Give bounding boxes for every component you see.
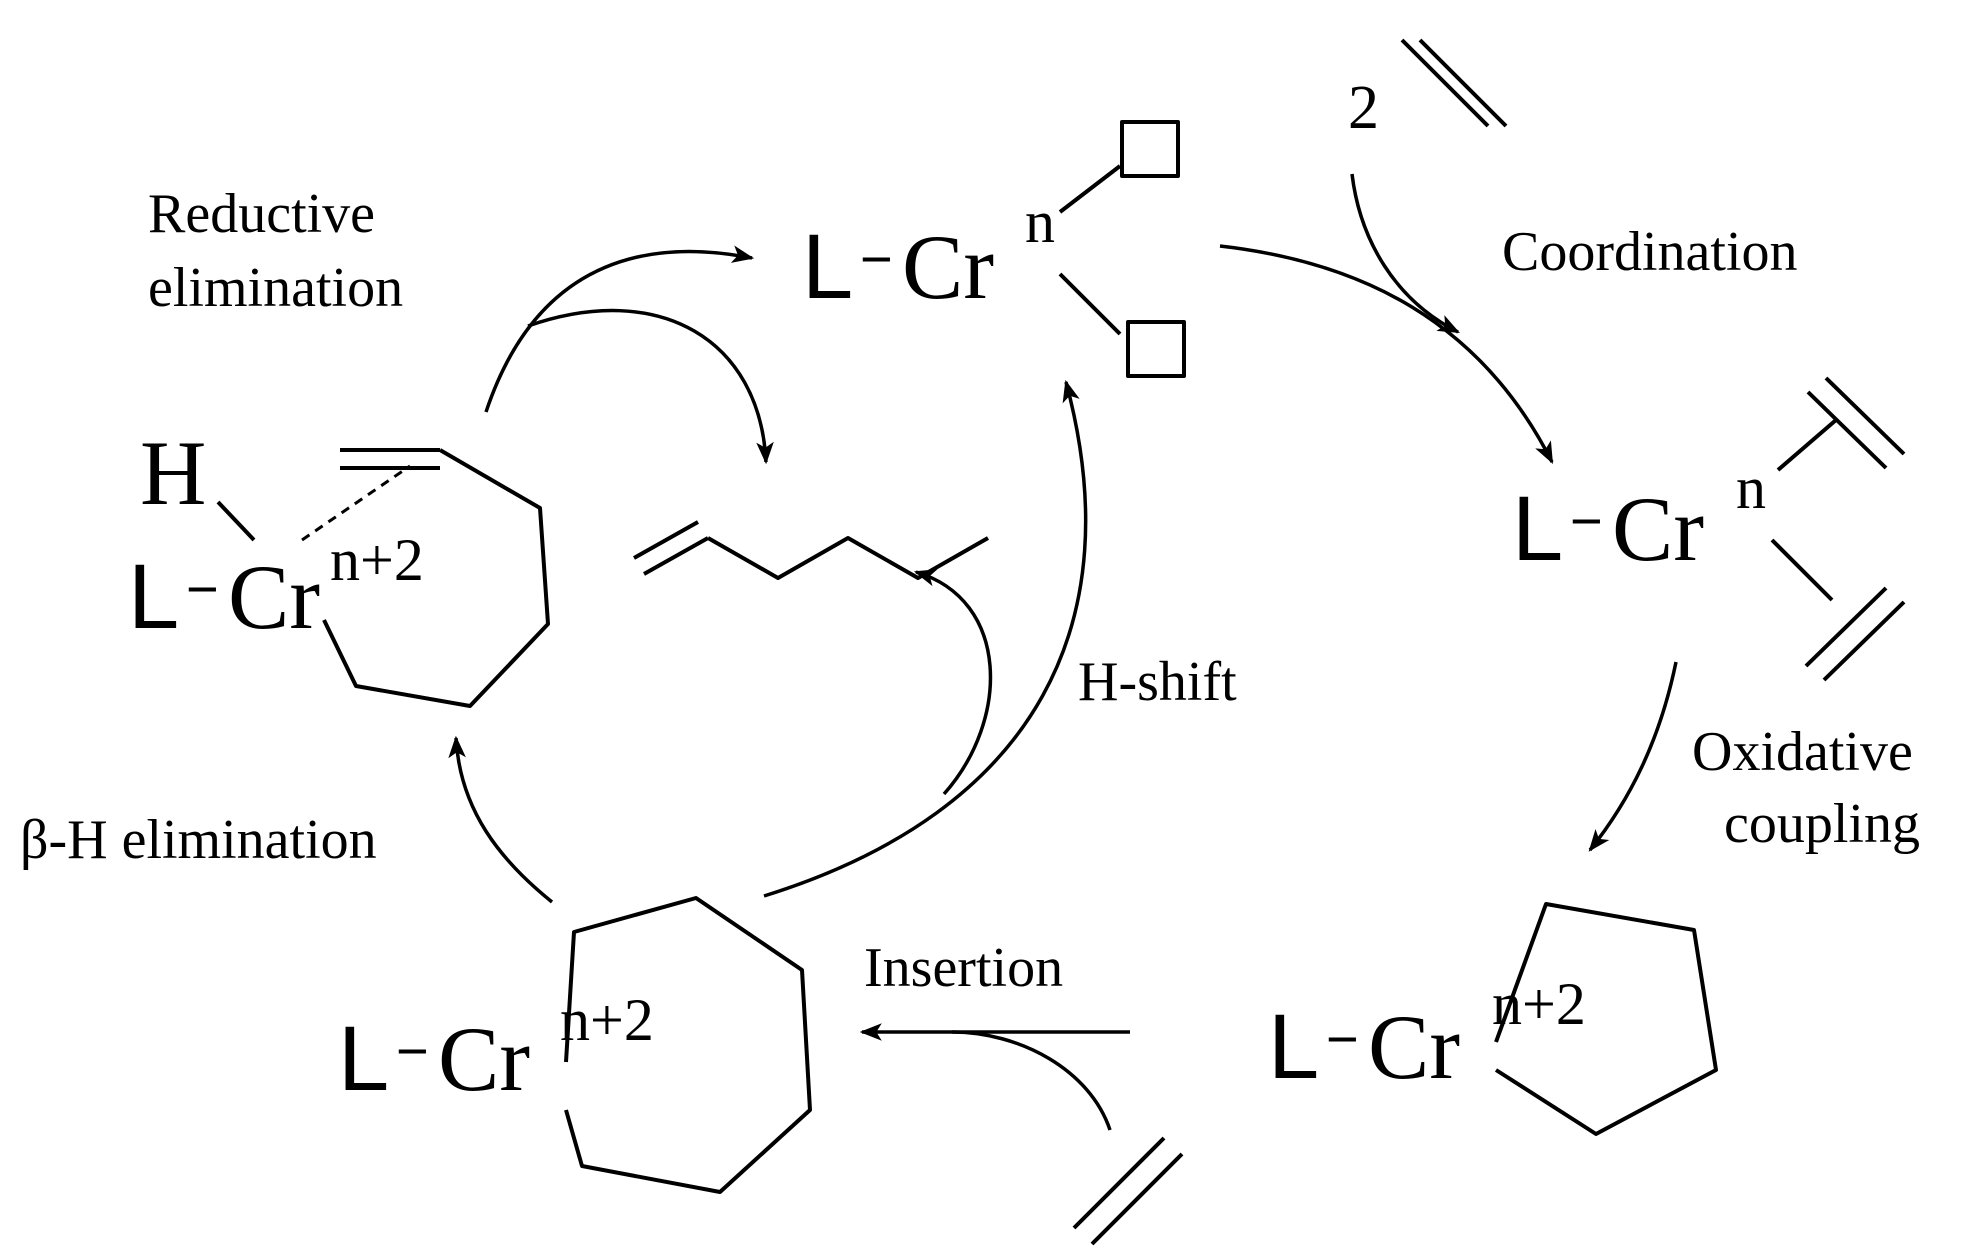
label-oxidative: Oxidative [1692,721,1913,783]
vacant-bond-lower [1058,272,1122,336]
ligand-l: L [128,546,179,648]
label-beta-h: β-H elimination [20,809,377,871]
arrow-to-hexene-top [527,308,774,465]
hexene-chain [707,536,989,580]
metal-cr: Cr [1368,996,1460,1098]
label-reductive: Reductive [148,183,375,245]
bond-dash: − [1326,1007,1359,1070]
vacant-site-upper [1120,120,1180,178]
ethylene-bond-2 [1090,1152,1184,1246]
bond-dash: − [860,227,893,290]
arrow-to-hexene [913,569,993,796]
label-elimination: elimination [148,257,403,319]
bond-dash: − [396,1019,429,1082]
label-coordination: Coordination [1502,221,1798,283]
ethylene-bond-2 [1418,38,1508,128]
complex-hydride: H L − Cr n+2 [128,422,550,708]
label-h-shift: H-shift [1078,651,1237,713]
chain-alkenyl [322,448,550,708]
vacant-bond-upper [1058,164,1122,214]
label-insertion: Insertion [864,937,1063,999]
complex-cr-bis-ethylene: L − Cr n [1512,376,1906,682]
ethylene-bond-1 [1400,38,1490,128]
arrow-coordination [1219,244,1554,464]
ligand-l: L [338,1008,389,1110]
ethylene-lower-bond-2 [1822,600,1906,682]
ethylene-bond-1 [1072,1136,1166,1230]
oxidation-state: n [1736,455,1766,521]
ethylene-link-lower [1770,538,1834,602]
oxidation-state: n [1025,189,1055,255]
arrow-beta-h-elimination [448,735,554,904]
arrow-ethylene-insertion [951,1030,1112,1131]
ring-seven [564,896,812,1194]
bond-dash: − [1570,489,1603,552]
ethylene-upper-bond-1 [1806,390,1888,470]
label-coupling: coupling [1724,793,1920,855]
hexene-double-bond-1 [633,520,699,560]
bond-dash: − [186,557,219,620]
hydride-h: H [140,422,206,524]
ethylene-link-upper [1776,418,1838,472]
ethylene-insertion [1072,1136,1184,1246]
arrow-reductive-elimination [484,245,755,413]
metal-cr: Cr [902,216,994,318]
oxidation-state: n+2 [1492,971,1586,1037]
ligand-l: L [1512,478,1563,580]
ethylene-upper-bond-2 [1824,376,1906,456]
metal-cr: Cr [1612,478,1704,580]
ligand-l: L [1268,996,1319,1098]
h-cr-bond [216,500,256,542]
agostic-dash [301,464,411,542]
oxidation-state: n+2 [330,527,424,593]
oxidation-state: n+2 [560,987,654,1053]
complex-cr-vacant: L − Cr n [802,120,1186,378]
hexene-double-bond-2 [643,536,709,576]
two-ethylene: 2 [1348,38,1508,142]
ethylene-lower-bond-1 [1804,586,1888,668]
ethylene-count: 2 [1348,74,1379,142]
complex-metallacyclopentane: L − Cr n+2 [1268,902,1718,1136]
complex-metallacycloheptane: L − Cr n+2 [338,896,812,1194]
metal-cr: Cr [228,546,320,648]
arrow-ethylene-in [1350,173,1460,334]
product-1-hexene [633,520,989,580]
arrow-oxidative-coupling [1588,661,1678,852]
ring-five [1494,902,1718,1136]
arrow-h-shift [763,379,1088,898]
ligand-l: L [802,216,853,318]
vacant-site-lower [1126,320,1186,378]
metal-cr: Cr [438,1008,530,1110]
